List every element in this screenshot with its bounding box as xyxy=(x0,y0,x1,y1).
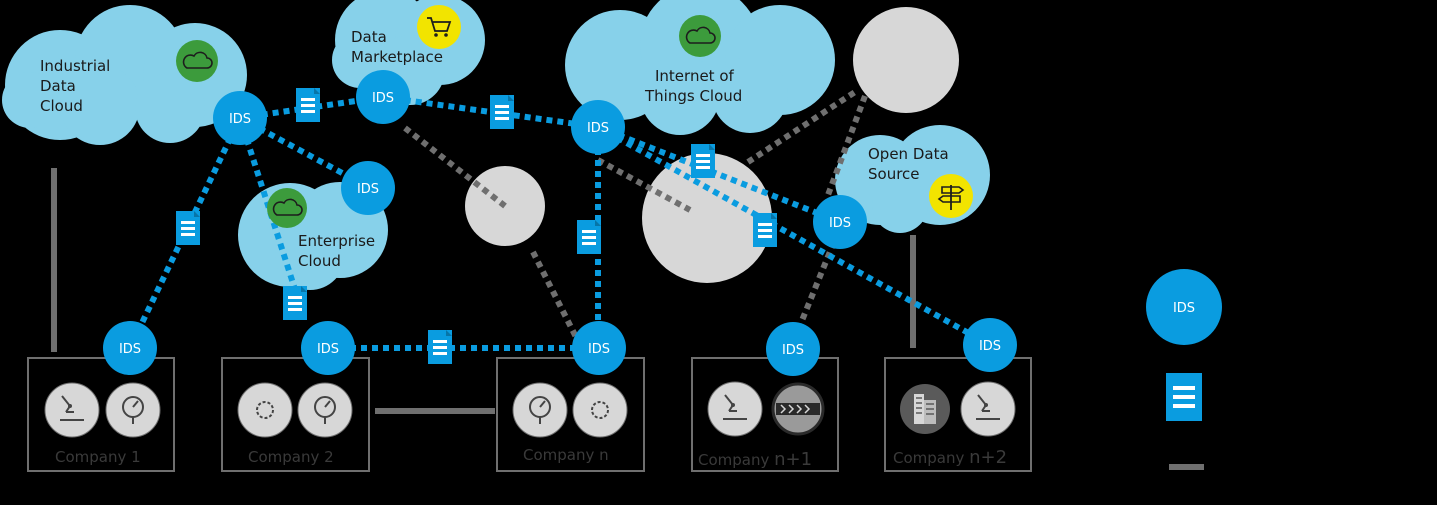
svg-text:IDS: IDS xyxy=(782,343,804,358)
document-icon xyxy=(490,95,514,129)
ids-connector: IDS xyxy=(813,195,867,249)
ids-connector: IDS xyxy=(341,161,395,215)
ids-connector: IDS xyxy=(571,100,625,154)
industrial-data-cloud xyxy=(2,5,247,145)
opendata-label-1: Open Data xyxy=(868,145,949,163)
document-icon xyxy=(283,286,307,320)
svg-text:IDS: IDS xyxy=(979,339,1001,354)
svg-text:IDS: IDS xyxy=(1173,301,1195,316)
enterprise-label-1: Enterprise xyxy=(298,232,375,250)
opendata-label-2: Source xyxy=(868,165,920,183)
cloud-icon xyxy=(679,15,721,57)
document-icon xyxy=(176,211,200,245)
company-name: Company 1 xyxy=(55,448,141,466)
signpost-icon xyxy=(929,174,973,218)
legend-document-icon xyxy=(1166,373,1202,421)
company-name: Company n+2 xyxy=(893,447,1007,468)
company-name: Company n+1 xyxy=(698,449,812,470)
company-n: Company n xyxy=(496,357,645,472)
document-icon xyxy=(428,330,452,364)
pressure-gauge-icon xyxy=(105,382,161,438)
svg-text:IDS: IDS xyxy=(587,121,609,136)
grey-cloud-top-right xyxy=(853,7,959,113)
gear-icon xyxy=(572,382,628,438)
legend: IDS xyxy=(1146,269,1222,470)
robot-arm-icon xyxy=(44,382,100,438)
marketplace-label-1: Data xyxy=(351,28,387,46)
cloud-icon xyxy=(176,40,218,82)
company-name: Company n xyxy=(523,446,609,464)
svg-text:IDS: IDS xyxy=(372,91,394,106)
company-name: Company 2 xyxy=(248,448,334,466)
iot-label-2: Things Cloud xyxy=(644,87,742,105)
shopping-cart-icon xyxy=(417,5,461,49)
legend-ids-connector: IDS xyxy=(1146,269,1222,345)
marketplace-label-2: Marketplace xyxy=(351,48,443,66)
industrial-cloud-label-3: Cloud xyxy=(40,97,83,115)
svg-text:IDS: IDS xyxy=(357,182,379,197)
gear-icon xyxy=(237,382,293,438)
iot-cloud xyxy=(565,0,835,135)
robot-arm-icon xyxy=(707,381,763,437)
cloud-icon xyxy=(267,188,307,228)
ids-connector: IDS xyxy=(301,321,355,375)
ids-connector: IDS xyxy=(103,321,157,375)
pressure-gauge-icon xyxy=(512,382,568,438)
company-n-plus-1: Company n+1 xyxy=(691,357,839,472)
iot-label-1: Internet of xyxy=(655,67,735,85)
building-icon xyxy=(900,384,950,434)
document-icon xyxy=(296,88,320,122)
document-icon xyxy=(753,213,777,247)
industrial-cloud-label-2: Data xyxy=(40,77,76,95)
svg-text:IDS: IDS xyxy=(119,342,141,357)
ids-connector: IDS xyxy=(356,70,410,124)
robot-arm-icon xyxy=(960,381,1016,437)
ids-connector: IDS xyxy=(963,318,1017,372)
enterprise-label-2: Cloud xyxy=(298,252,341,270)
company-1: Company 1 xyxy=(27,357,175,472)
pressure-gauge-icon xyxy=(297,382,353,438)
legend-grey-line-icon xyxy=(1169,464,1204,470)
grey-solid-lines xyxy=(51,168,916,414)
ids-connector: IDS xyxy=(766,322,820,376)
document-icon xyxy=(577,220,601,254)
company-n-plus-2: Company n+2 xyxy=(884,357,1032,472)
grey-cloud-large xyxy=(642,153,772,283)
svg-text:IDS: IDS xyxy=(229,112,251,127)
industrial-cloud-label-1: Industrial xyxy=(40,57,110,75)
conveyor-icon xyxy=(771,382,825,436)
svg-text:IDS: IDS xyxy=(588,342,610,357)
svg-text:IDS: IDS xyxy=(317,342,339,357)
svg-text:IDS: IDS xyxy=(829,216,851,231)
ids-connector: IDS xyxy=(572,321,626,375)
ids-connector: IDS xyxy=(213,91,267,145)
document-icon xyxy=(691,144,715,178)
company-2: Company 2 xyxy=(221,357,370,472)
